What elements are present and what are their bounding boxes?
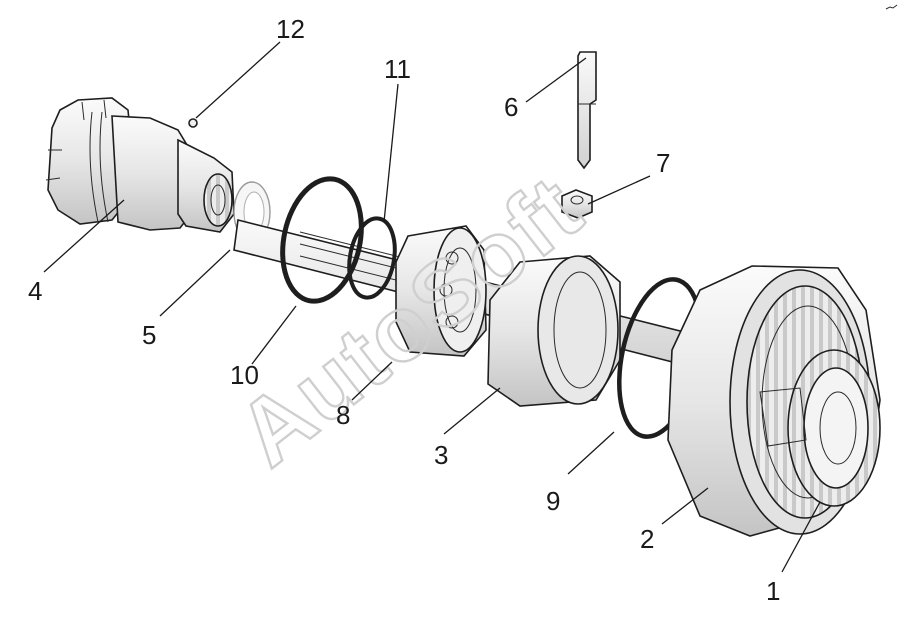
leader-8 (351, 361, 393, 401)
callout-4: 4 (28, 276, 42, 306)
callout-8: 8 (336, 400, 350, 430)
callout-12: 12 (276, 14, 305, 44)
part-8-bearing (395, 225, 487, 357)
callout-3: 3 (434, 440, 448, 470)
leader-5 (159, 249, 231, 317)
part-12-ball (188, 118, 198, 128)
callout-10: 10 (230, 360, 259, 390)
callout-9: 9 (546, 486, 560, 516)
callout-7: 7 (656, 148, 670, 178)
leader-12 (195, 41, 281, 119)
part-1-sun-gear (759, 349, 881, 507)
leader-11 (383, 83, 399, 223)
leader-lines (43, 41, 821, 573)
corner-mark (885, 4, 898, 10)
leader-6 (525, 57, 587, 103)
leader-4 (43, 199, 125, 273)
part-10-snap-ring (280, 176, 364, 304)
callout-2: 2 (640, 524, 654, 554)
callout-6: 6 (504, 92, 518, 122)
callout-labels: 1 2 3 4 5 6 7 8 9 10 11 12 (28, 14, 780, 606)
part-6-bolt (577, 51, 597, 170)
leader-1 (781, 501, 821, 573)
part-4-hub (45, 97, 235, 233)
leader-2 (661, 487, 709, 525)
part-11-snap-ring (347, 216, 397, 300)
part-7-nut (561, 189, 593, 219)
leader-9 (567, 431, 615, 475)
callout-1: 1 (766, 576, 780, 606)
callout-11: 11 (384, 54, 411, 84)
leader-3 (443, 387, 501, 435)
leader-10 (251, 305, 297, 365)
part-3-sleeve (487, 255, 621, 407)
leader-7 (587, 175, 651, 205)
callout-5: 5 (142, 320, 156, 350)
